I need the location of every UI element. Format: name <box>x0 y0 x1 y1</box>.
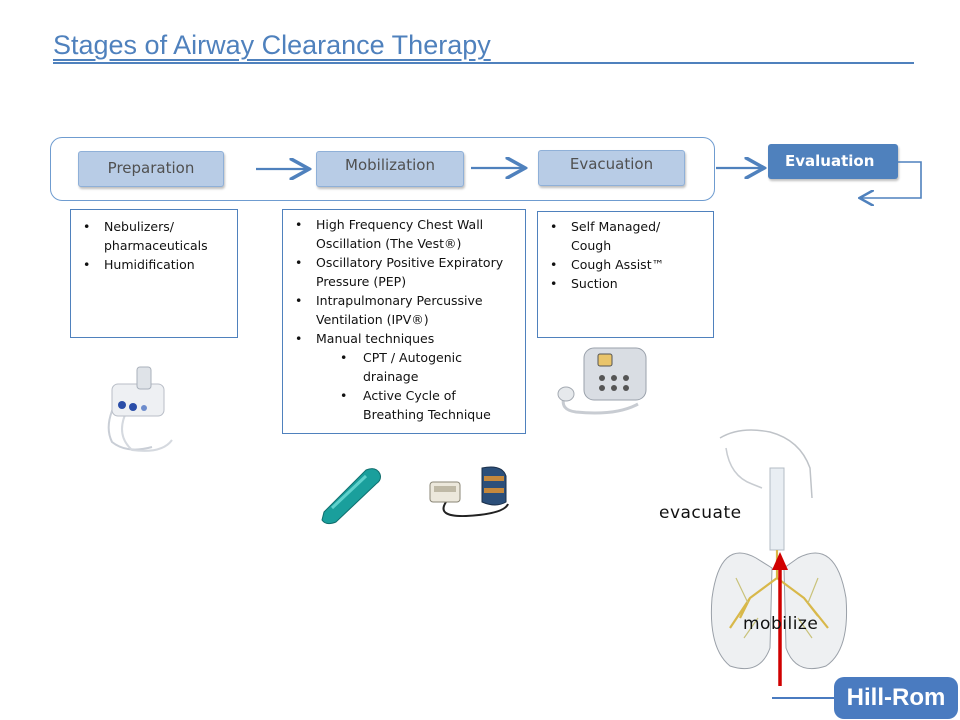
pep-device-image <box>321 468 381 525</box>
preparation-box: Nebulizers/pharmaceuticals Humidificatio… <box>70 209 238 338</box>
list-item: Self Managed/Cough <box>538 217 713 255</box>
hill-rom-logo: Hill-Rom <box>834 677 958 719</box>
logo-rule <box>772 697 842 699</box>
list-item: Cough Assist™ <box>538 255 713 274</box>
mobilize-arrow <box>772 552 788 686</box>
mobilize-label: mobilize <box>743 614 819 634</box>
cough-assist-image <box>557 347 647 415</box>
slide-title: Stages of Airway Clearance Therapy <box>53 30 491 60</box>
list-item: Manual techniques <box>283 329 525 348</box>
list-item: Suction <box>538 274 713 293</box>
nebulizer-image <box>107 366 173 452</box>
stage-mobilization-label: Mobilization <box>345 156 435 174</box>
list-item: Oscillatory Positive ExpiratoryPressure … <box>283 253 525 291</box>
stage-evaluation: Evaluation <box>768 144 898 179</box>
stage-evacuation: Evacuation <box>538 150 685 186</box>
stage-preparation: Preparation <box>78 151 224 187</box>
stage-evaluation-label: Evaluation <box>785 152 875 170</box>
stage-evacuation-label: Evacuation <box>569 155 654 173</box>
evacuate-label: evacuate <box>659 503 742 523</box>
vest-device-image <box>429 466 509 518</box>
stage-group-frame <box>50 137 715 201</box>
list-item: Humidification <box>71 255 237 274</box>
title-underline <box>53 62 914 64</box>
arrow-feedback-loop <box>861 161 922 198</box>
airway-lungs-image <box>710 429 848 670</box>
stage-preparation-label: Preparation <box>107 159 195 177</box>
stage-mobilization: Mobilization <box>316 151 464 187</box>
evacuation-box: Self Managed/Cough Cough Assist™ Suction <box>537 211 714 338</box>
list-item: Nebulizers/pharmaceuticals <box>71 217 237 255</box>
